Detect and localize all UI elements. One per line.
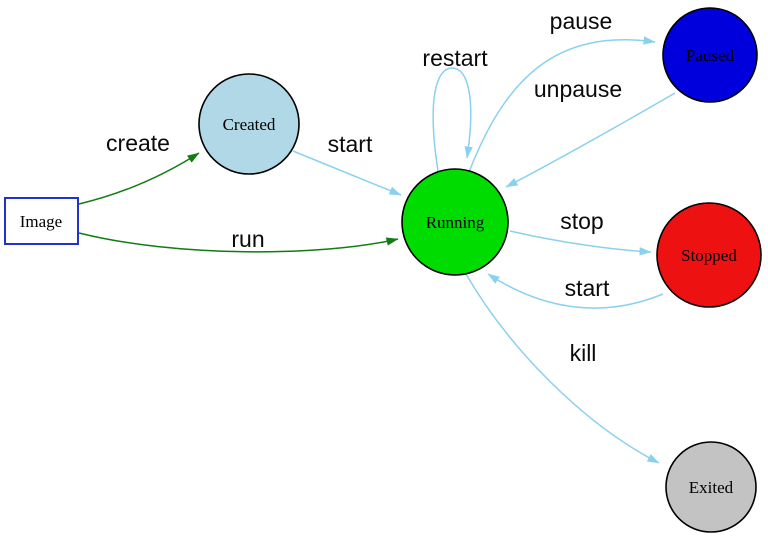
edge-start-created-running: [292, 150, 402, 196]
edge-restart-label: restart: [422, 45, 488, 71]
edge-create-label: create: [106, 130, 170, 156]
edge-restart: [432, 67, 473, 172]
edge-run-label: run: [231, 226, 264, 252]
node-paused: Paused: [662, 7, 758, 103]
node-stopped-label: Stopped: [681, 246, 737, 265]
node-paused-shape: [662, 7, 758, 103]
node-created: Created: [198, 73, 300, 175]
edges: create run start restart pause unpause s…: [78, 8, 676, 464]
node-running-shape: [401, 168, 509, 276]
edge-kill: [465, 273, 660, 464]
edge-start-stopped-running-label: start: [565, 275, 610, 301]
node-paused-label: Paused: [686, 46, 735, 65]
node-created-shape: [198, 73, 300, 175]
node-stopped: Stopped: [656, 202, 762, 308]
edge-create: [78, 152, 200, 205]
edge-unpause: [505, 92, 676, 188]
edge-pause-label: pause: [550, 8, 613, 34]
node-exited-label: Exited: [689, 478, 734, 497]
edge-unpause-label: unpause: [534, 76, 622, 102]
node-exited: Exited: [665, 441, 757, 533]
node-image-label: Image: [20, 212, 62, 231]
node-image: Image: [4, 197, 79, 245]
edge-kill-label: kill: [570, 340, 597, 366]
node-created-label: Created: [223, 115, 276, 134]
node-running: Running: [401, 168, 509, 276]
node-running-label: Running: [426, 213, 485, 232]
node-image-border: [4, 197, 79, 245]
node-stopped-shape: [656, 202, 762, 308]
edge-run: [78, 232, 399, 253]
edge-start-stopped-running: [487, 273, 664, 309]
edge-stop-label: stop: [560, 208, 603, 234]
node-exited-shape: [665, 441, 757, 533]
nodes: Image Created Running Paused Stopped Exi…: [4, 7, 762, 533]
edge-stop: [509, 230, 652, 256]
edge-pause: [468, 36, 656, 173]
edge-start-created-running-label: start: [328, 131, 373, 157]
